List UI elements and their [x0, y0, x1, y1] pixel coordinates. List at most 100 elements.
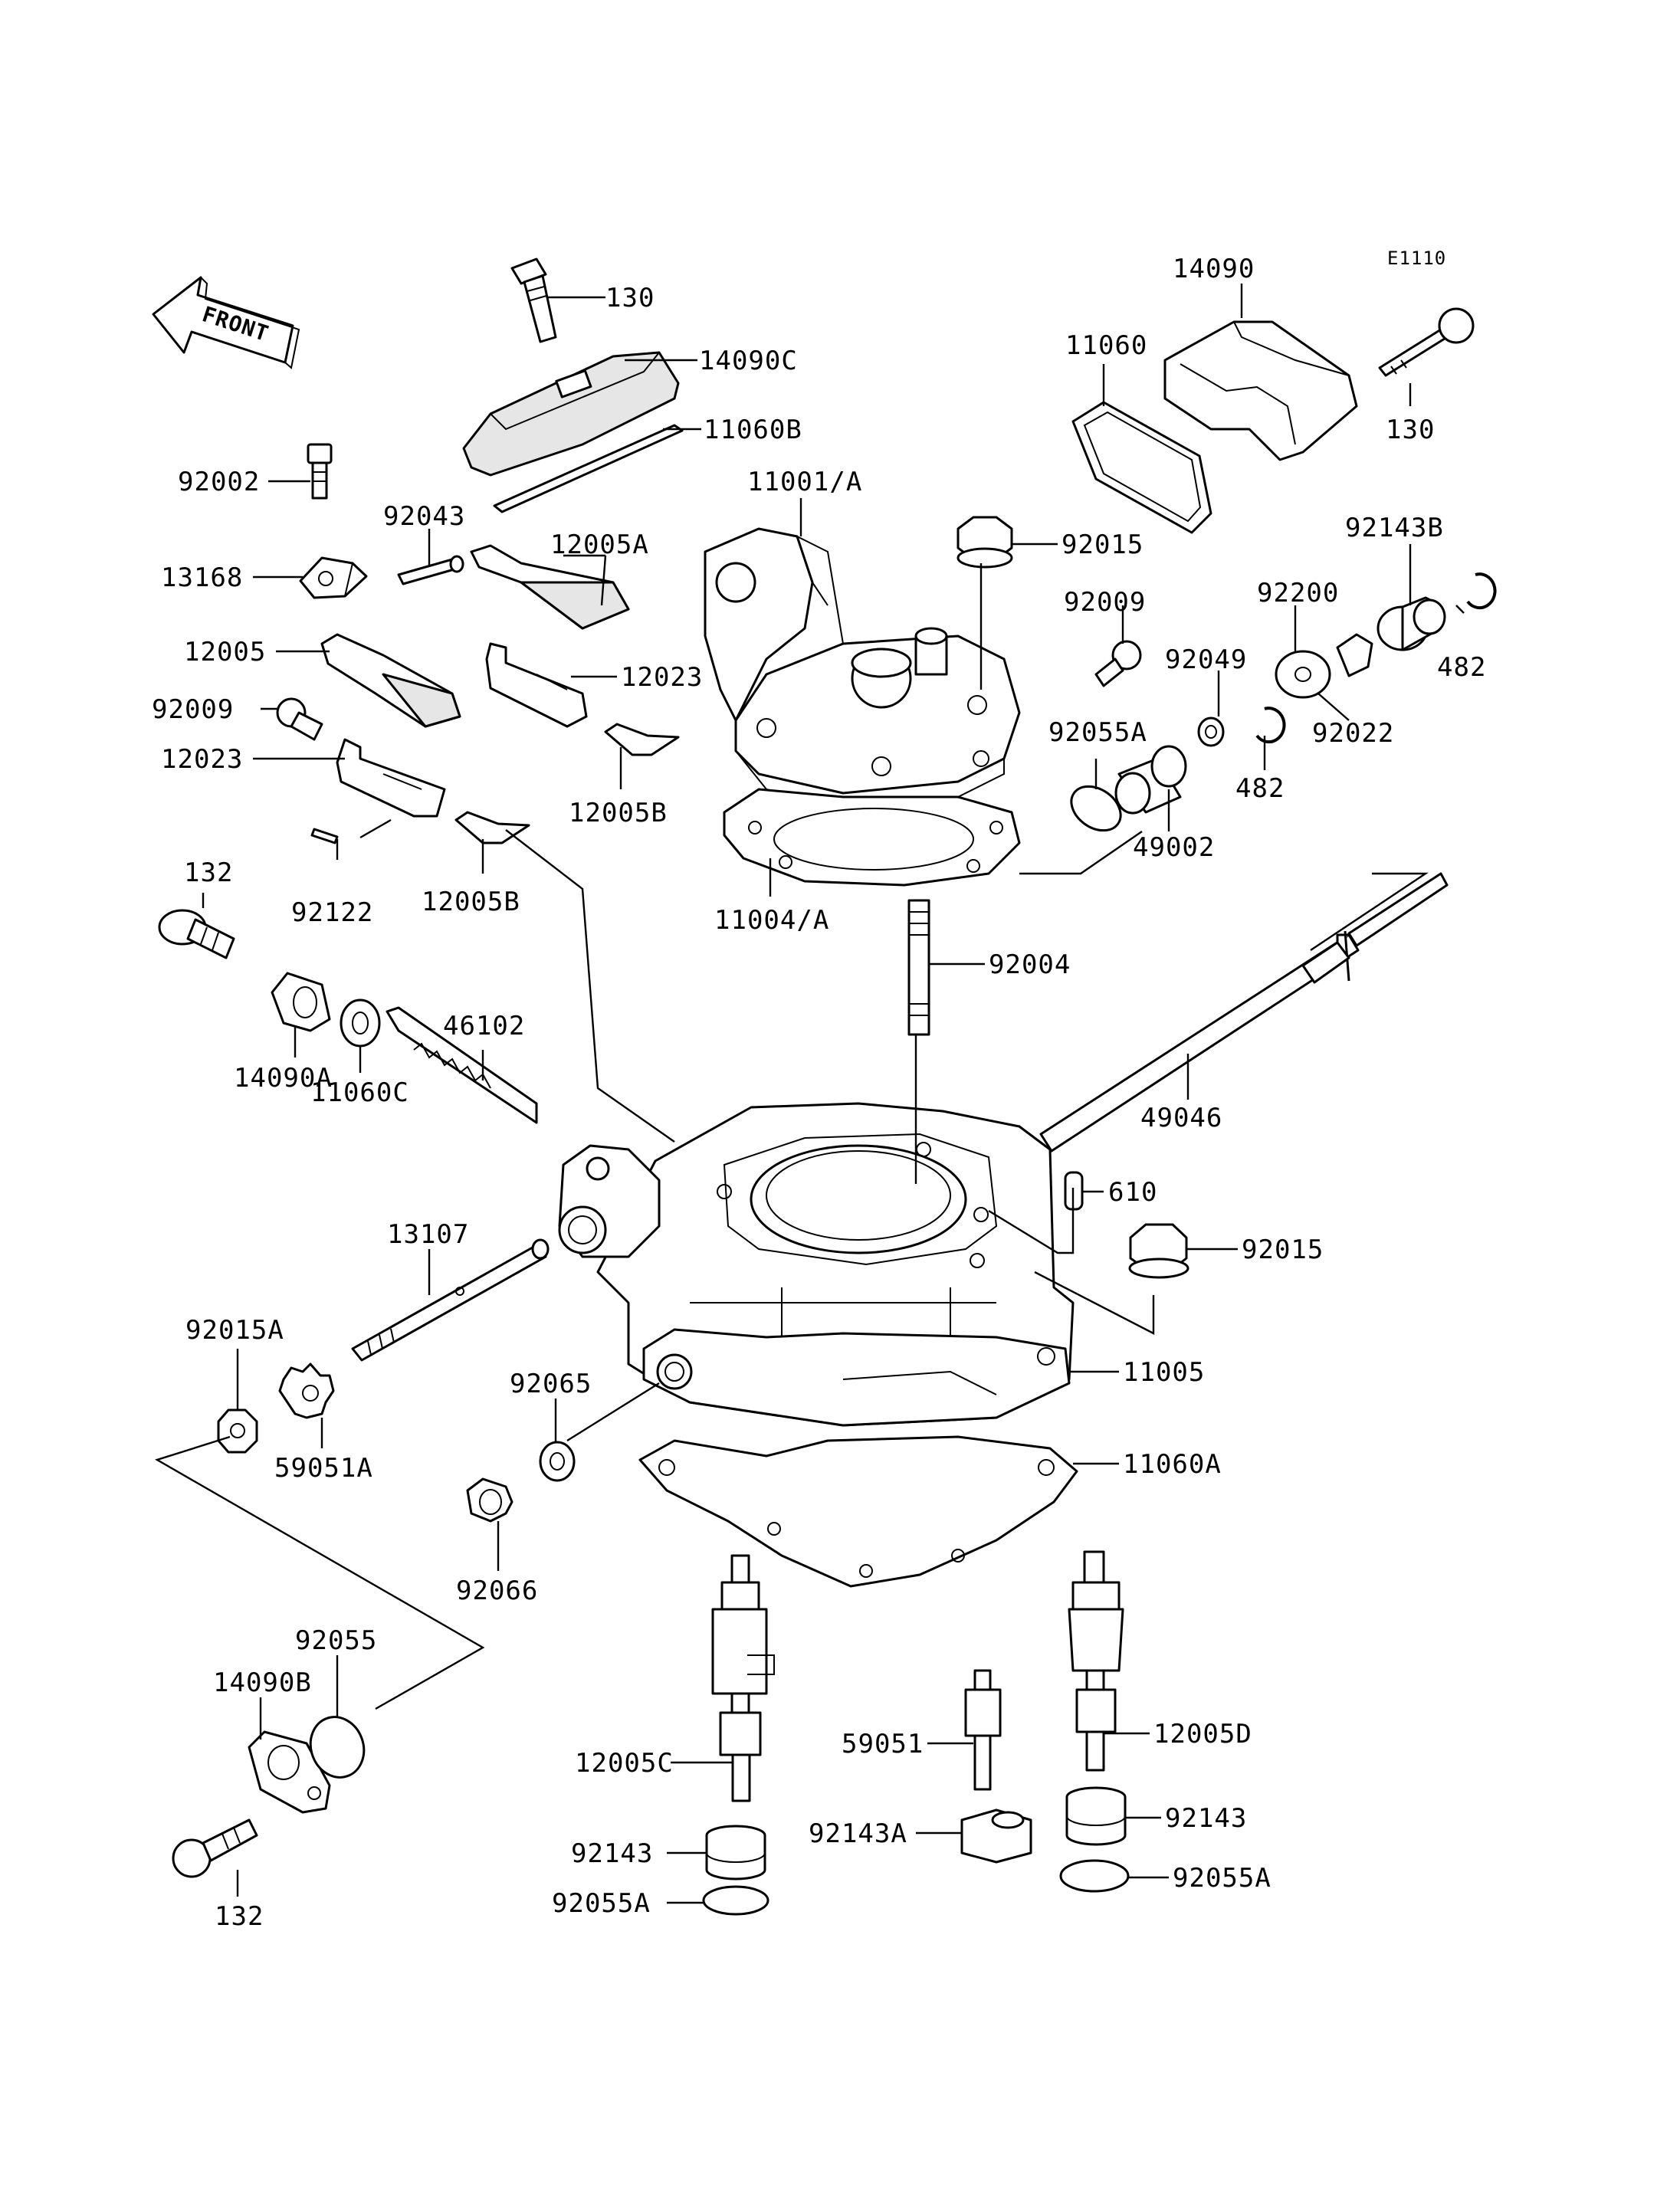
nut-92015-mid-icon — [1128, 1223, 1189, 1279]
collar-92143A-icon — [960, 1808, 1032, 1864]
head-gasket-11004A-icon — [723, 788, 1021, 887]
stud-92004-icon — [907, 899, 930, 1036]
label-92015-top: 92015 — [1061, 530, 1144, 560]
label-92055: 92055 — [295, 1625, 377, 1656]
label-11060C: 11060C — [310, 1077, 409, 1108]
nut-92015A-icon — [217, 1408, 258, 1454]
label-46102: 46102 — [443, 1011, 525, 1041]
valve-12005B-right-icon — [604, 723, 680, 756]
front-arrow-icon: FRONT — [152, 276, 300, 369]
label-12005B-left: 12005B — [422, 887, 520, 917]
screw-92002-icon — [307, 443, 333, 500]
label-12023-right: 12023 — [621, 662, 703, 693]
screw-92009-left-icon — [276, 697, 323, 741]
label-11001A: 11001/A — [747, 467, 862, 497]
label-11004A: 11004/A — [714, 905, 829, 936]
label-92022: 92022 — [1312, 718, 1394, 749]
cover-14090C-icon — [462, 351, 680, 477]
label-12005: 12005 — [184, 637, 266, 667]
gasket-11060-icon — [1071, 401, 1212, 534]
label-482-middle: 482 — [1235, 773, 1285, 804]
cover-14090B-icon — [248, 1730, 331, 1814]
label-92015A: 92015A — [185, 1315, 284, 1346]
oring-92055A-left-icon — [702, 1885, 769, 1916]
label-92055A-top: 92055A — [1048, 717, 1147, 748]
label-59051: 59051 — [842, 1729, 924, 1759]
label-12005A: 12005A — [550, 530, 649, 560]
label-11060: 11060 — [1065, 330, 1147, 361]
shaft-13107-icon — [351, 1238, 550, 1362]
label-13107: 13107 — [387, 1219, 469, 1250]
gasket-11060B-icon — [493, 424, 684, 513]
label-130-top: 130 — [605, 283, 655, 313]
bolt-132-top-icon — [158, 909, 235, 959]
label-92143A: 92143A — [809, 1818, 907, 1849]
part-46102-icon — [386, 1006, 538, 1124]
bolt-130-top-icon — [510, 257, 557, 343]
label-14090B: 14090B — [213, 1667, 312, 1698]
cover-14090-icon — [1163, 320, 1358, 461]
guide-12023-right-icon — [485, 642, 588, 728]
valve-12005-icon — [320, 633, 461, 728]
label-92015-mid: 92015 — [1242, 1235, 1324, 1265]
valve-12005C-icon — [711, 1554, 775, 1802]
cover-14090A-icon — [271, 972, 331, 1032]
label-12005C: 12005C — [575, 1748, 674, 1779]
label-92049: 92049 — [1165, 644, 1247, 675]
label-92002: 92002 — [178, 467, 260, 497]
nut-92015-top-icon — [956, 516, 1013, 569]
label-12023-left: 12023 — [161, 744, 243, 775]
valve-12005D-icon — [1068, 1550, 1124, 1772]
label-92143B: 92143B — [1345, 513, 1444, 543]
oring-92055A-top-icon — [1070, 785, 1122, 832]
clip-482-right-icon — [1466, 572, 1497, 610]
collar-92143-left-icon — [705, 1825, 766, 1881]
label-14090: 14090 — [1173, 254, 1255, 284]
pin-92122-icon — [310, 828, 339, 844]
label-14090C: 14090C — [699, 346, 798, 376]
collar-92143B-icon — [1376, 596, 1446, 651]
label-59051A: 59051A — [274, 1453, 373, 1484]
reference-lines — [155, 829, 1429, 1710]
label-92065: 92065 — [510, 1369, 592, 1399]
label-92066: 92066 — [456, 1576, 538, 1606]
label-92004: 92004 — [989, 949, 1071, 980]
label-13168: 13168 — [161, 562, 243, 593]
cylinder-head-11001A-icon — [704, 527, 1021, 810]
label-92143-right: 92143 — [1165, 1803, 1247, 1834]
label-49002: 49002 — [1133, 832, 1215, 863]
label-132-top: 132 — [184, 857, 233, 888]
bolt-92066-icon — [466, 1477, 514, 1523]
clamp-13168-icon — [299, 556, 368, 599]
oring-92055A-right-icon — [1059, 1859, 1130, 1893]
label-92009-left: 92009 — [152, 694, 234, 725]
gasket-11060C-icon — [340, 998, 381, 1048]
label-92009-right: 92009 — [1064, 587, 1146, 618]
label-11005: 11005 — [1123, 1357, 1205, 1388]
label-92055A-right: 92055A — [1173, 1863, 1271, 1894]
label-92055A-left: 92055A — [552, 1888, 651, 1919]
label-130-right: 130 — [1386, 415, 1435, 445]
label-610: 610 — [1108, 1177, 1157, 1208]
label-14090A: 14090A — [234, 1063, 333, 1094]
label-132-bottom: 132 — [215, 1901, 264, 1932]
label-92122: 92122 — [291, 897, 373, 928]
collar-92143-right-icon — [1065, 1786, 1127, 1846]
leader-lines — [202, 284, 1465, 1904]
bolt-132-bottom-icon — [172, 1818, 258, 1878]
part-92022-icon — [1336, 633, 1373, 677]
part-labels: 130 14090C 11060B 92002 92043 12005A 131… — [152, 254, 1486, 1932]
gear-59051A-icon — [278, 1362, 335, 1419]
label-92143-left: 92143 — [571, 1838, 653, 1869]
cylinder-11005-icon — [558, 1102, 1075, 1427]
bolt-130-right-icon — [1378, 307, 1475, 377]
label-482-right: 482 — [1437, 652, 1486, 683]
label-11060B: 11060B — [704, 415, 802, 445]
label-11060A: 11060A — [1123, 1449, 1222, 1480]
rod-49046-icon — [1039, 872, 1449, 1153]
label-49046: 49046 — [1140, 1103, 1222, 1133]
gear-59051-icon — [964, 1669, 1002, 1791]
guide-12023-left-icon — [336, 738, 446, 818]
label-12005B-right: 12005B — [569, 798, 668, 828]
diagram-code: E1110 — [1387, 248, 1446, 269]
